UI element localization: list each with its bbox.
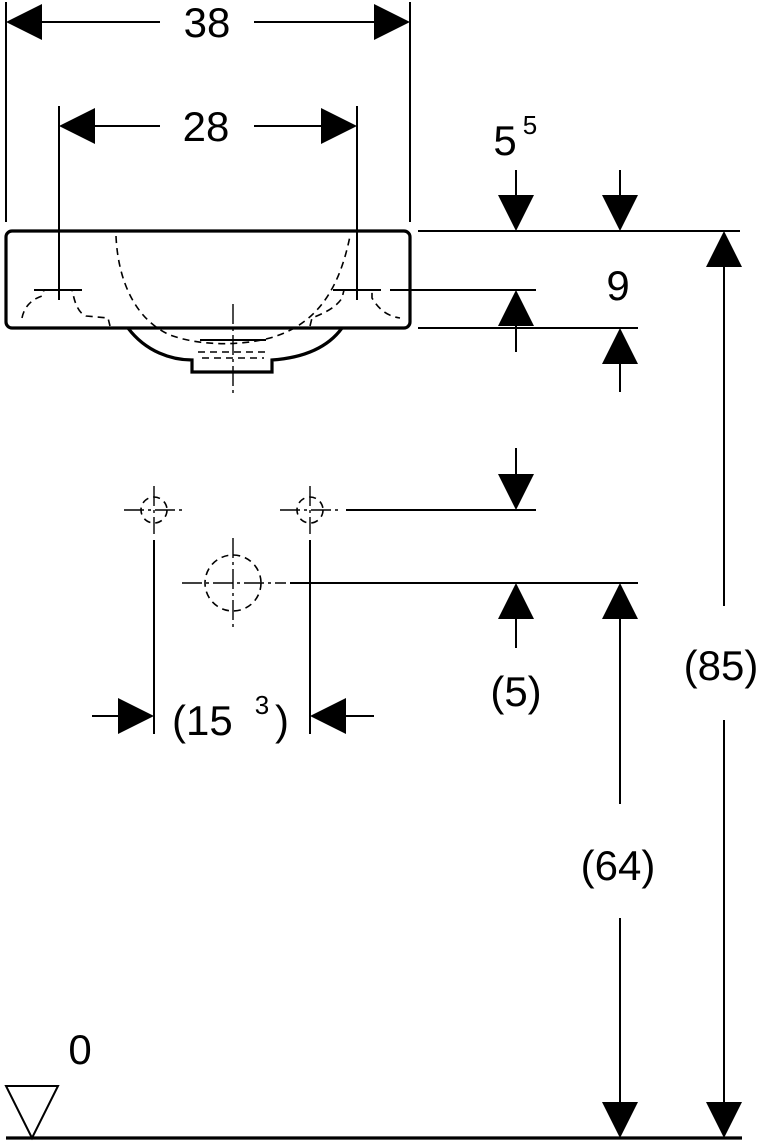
arrow-up-icon bbox=[498, 290, 534, 326]
waste-spacing-superscript: 3 bbox=[255, 690, 269, 720]
waste-spacing-dimension: (15 3 ) bbox=[92, 690, 374, 744]
tap-hole-spacing-dimension: 28 bbox=[58, 103, 358, 300]
rim-height-label: (85) bbox=[684, 642, 759, 689]
arrow-left-icon bbox=[6, 4, 42, 40]
arrow-down-icon bbox=[602, 1102, 638, 1138]
rim-height-dimension: (85) bbox=[684, 231, 759, 1138]
arrow-right-icon bbox=[374, 4, 410, 40]
waste-offset-dimension: (5) bbox=[490, 448, 542, 715]
washbasin-outline bbox=[4, 229, 412, 394]
rim-offset-label: 5 bbox=[493, 117, 516, 164]
arrow-up-icon bbox=[602, 583, 638, 619]
waste-spacing-close: ) bbox=[275, 697, 289, 744]
arrow-right-icon bbox=[321, 108, 357, 144]
floor-level: 0 bbox=[4, 1026, 742, 1141]
tap-hole-spacing-label: 28 bbox=[183, 103, 230, 150]
rim-dimensions: 5 5 9 bbox=[390, 110, 740, 392]
arrow-up-icon bbox=[498, 583, 534, 619]
arrow-down-icon bbox=[602, 195, 638, 231]
arrow-down-icon bbox=[498, 195, 534, 231]
waste-offset-label: (5) bbox=[490, 668, 541, 715]
waste-height-label: (64) bbox=[581, 842, 656, 889]
arrow-down-icon bbox=[706, 1102, 742, 1138]
overall-width-dimension: 38 bbox=[5, 0, 411, 222]
wall-connections bbox=[124, 486, 638, 734]
rim-thickness-label: 9 bbox=[606, 262, 629, 309]
arrow-left-icon bbox=[310, 698, 346, 734]
floor-level-triangle-icon bbox=[4, 1085, 60, 1141]
arrow-up-icon bbox=[706, 231, 742, 267]
rim-offset-superscript: 5 bbox=[523, 110, 537, 140]
arrow-left-icon bbox=[59, 108, 95, 144]
arrow-down-icon bbox=[498, 474, 534, 510]
arrow-right-icon bbox=[118, 698, 154, 734]
arrow-up-icon bbox=[602, 328, 638, 364]
svg-text:(15: (15 bbox=[172, 697, 233, 744]
waste-height-dimension: (64) bbox=[581, 583, 656, 1138]
waste-spacing-label: (15 bbox=[172, 697, 233, 744]
floor-level-label: 0 bbox=[68, 1026, 91, 1073]
overall-width-label: 38 bbox=[184, 0, 231, 46]
